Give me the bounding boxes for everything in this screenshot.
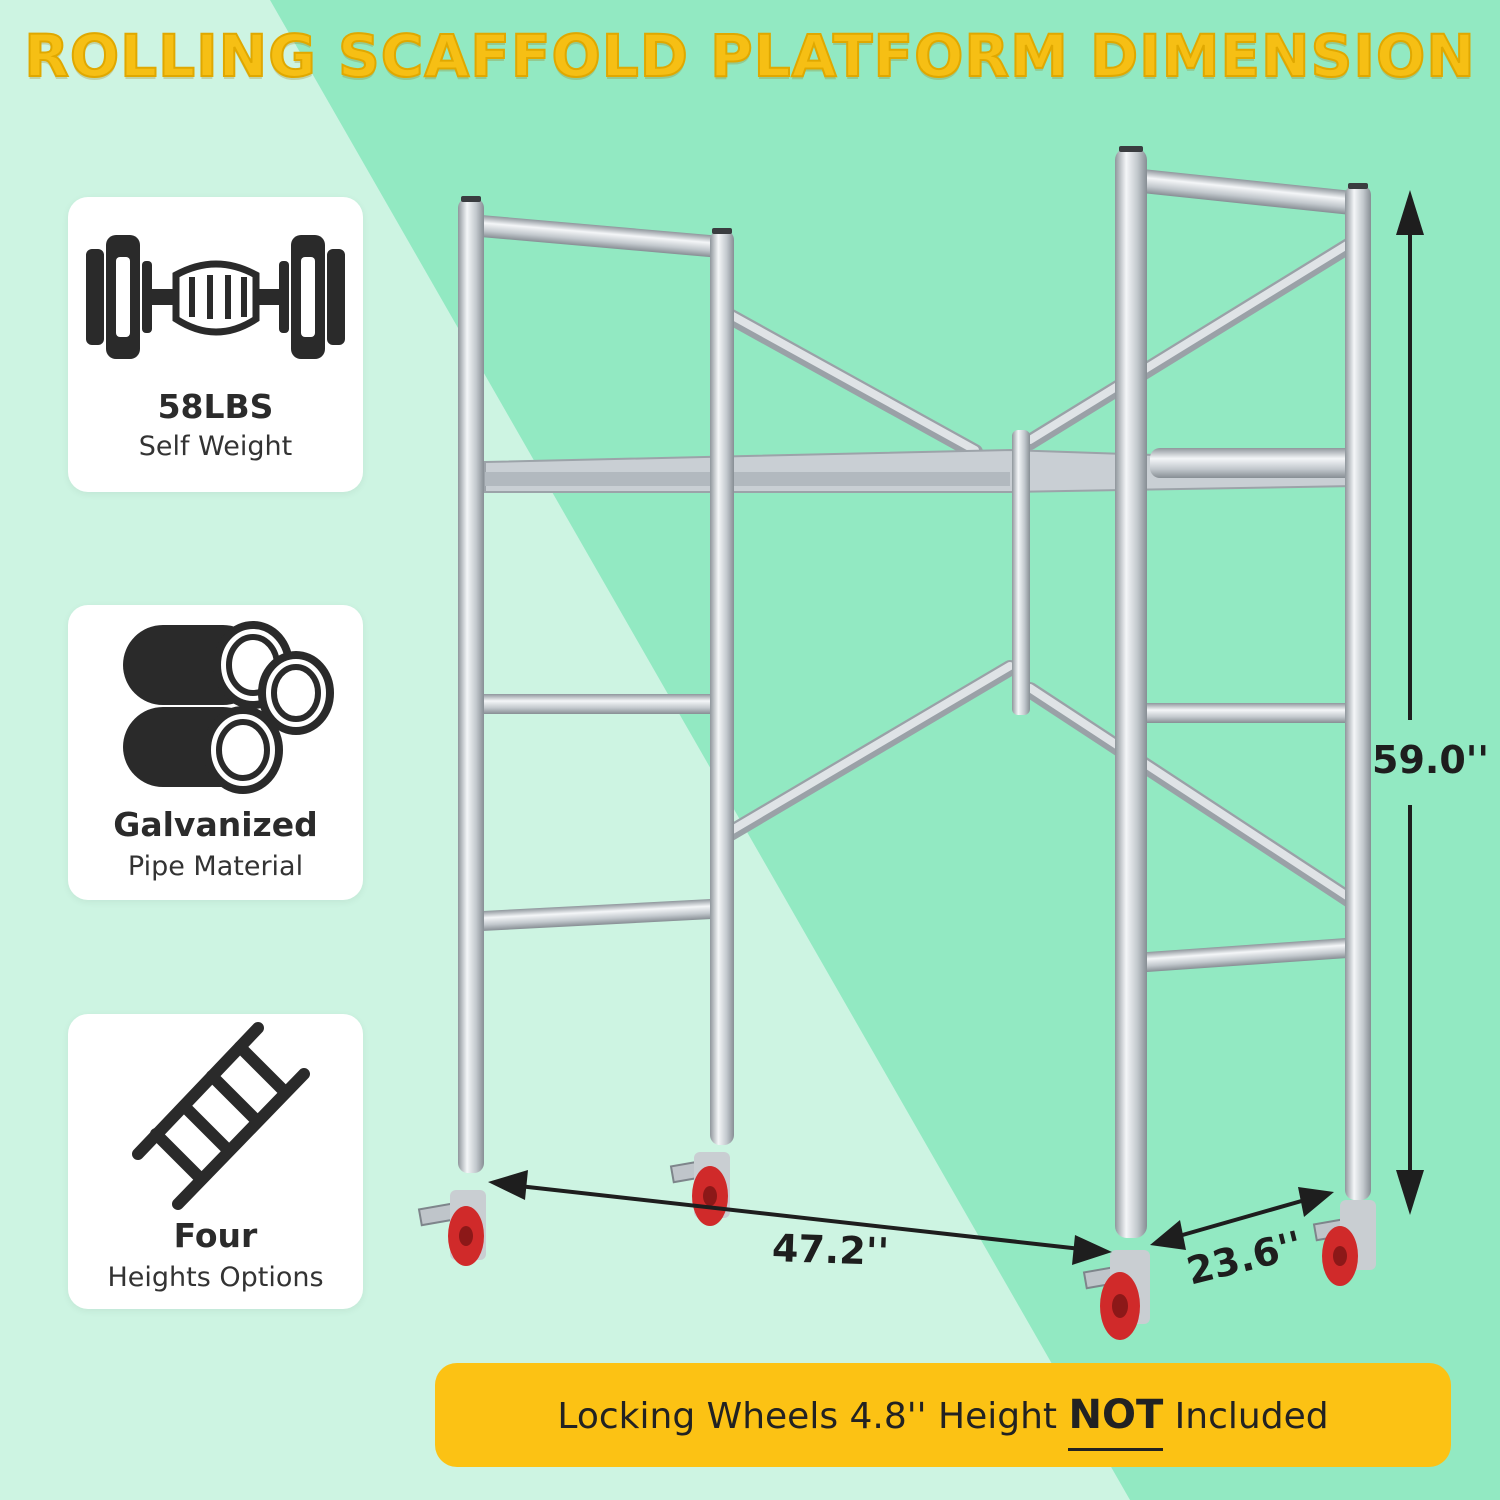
wheels-notice-banner: Locking Wheels 4.8'' Height NOT Included (435, 1363, 1451, 1467)
feature-subtext: Heights Options (107, 1262, 324, 1293)
feature-headline: Four (173, 1216, 258, 1255)
dimension-length: 47.2'' (771, 1225, 890, 1275)
dimension-height: 59.0'' (1372, 738, 1490, 782)
pipes-icon (123, 621, 334, 794)
ladder-icon (132, 1022, 310, 1210)
feature-subtext: Pipe Material (127, 851, 304, 882)
banner-text-before: Locking Wheels 4.8'' Height (557, 1396, 1069, 1437)
feature-card-material: Galvanized Pipe Material (68, 605, 363, 900)
feature-card-weight: 58LBS Self Weight (68, 197, 363, 492)
dumbbell-icon (86, 235, 345, 359)
feature-headline: Galvanized (113, 805, 318, 844)
banner-emphasis: NOT (1068, 1363, 1163, 1467)
feature-card-heights: Four Heights Options (68, 1014, 363, 1309)
feature-headline: 58LBS (157, 387, 274, 426)
scaffold-illustration (417, 146, 1424, 1340)
feature-subtext: Self Weight (138, 431, 293, 462)
banner-text-after: Included (1163, 1396, 1329, 1437)
page-title: ROLLING SCAFFOLD PLATFORM DIMENSION (23, 21, 1476, 91)
